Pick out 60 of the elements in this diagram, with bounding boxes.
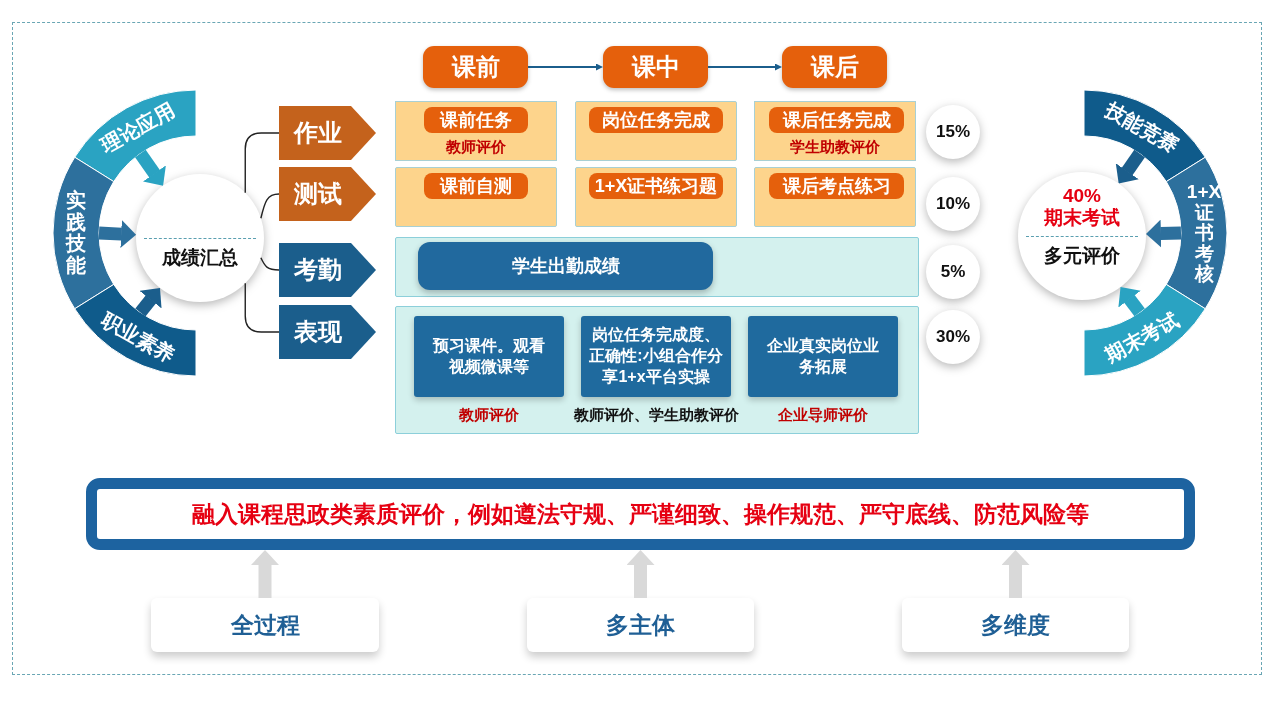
evaluator-label: 教师评价、学生助教评价 [573, 405, 739, 425]
task-cell [754, 101, 916, 161]
category-box: 多主体 [527, 598, 754, 652]
row-band [395, 237, 919, 297]
task-pill: 1+X证书练习题 [589, 173, 723, 199]
task-cell [395, 167, 557, 227]
task-cell [395, 101, 557, 161]
connector-line [260, 193, 280, 219]
banner-box: 融入课程思政类素质评价，例如遵法守规、严谨细致、操作规范、严守底线、防范风险等 [86, 478, 1195, 550]
evaluator-label: 学生助教评价 [790, 137, 880, 157]
percent-label: 15% [936, 122, 970, 142]
connector-line [244, 132, 280, 194]
task-pill: 课后任务完成 [769, 107, 904, 133]
stage-pill: 课前 [423, 46, 528, 88]
arrow [708, 63, 782, 71]
task-cell [754, 167, 916, 227]
ring-segment: 期末考试 [1084, 284, 1206, 376]
score-pill: 学生出勤成绩 [418, 242, 713, 290]
block-arrow [135, 287, 162, 317]
task-pill: 课后考点练习 [769, 173, 904, 199]
connector-line [260, 257, 280, 271]
task-pill: 课前自测 [424, 173, 528, 199]
percent-label: 5% [940, 262, 966, 282]
chevron-tab: 考勤 [279, 243, 376, 297]
row-band [395, 306, 919, 434]
block-arrow [1001, 550, 1030, 598]
task-cell [575, 101, 737, 161]
text-box: 企业真实岗位业务拓展 [748, 316, 898, 397]
chevron-tab: 作业 [279, 106, 376, 160]
stage-pill: 课中 [603, 46, 708, 88]
percent-label: 30% [936, 327, 970, 347]
circle-label: 多元评价 [1043, 245, 1121, 267]
chevron-tab: 测试 [279, 167, 376, 221]
connector-line [244, 282, 280, 333]
block-arrow [1115, 149, 1145, 184]
task-pill: 岗位任务完成 [589, 107, 723, 133]
block-arrow [1145, 219, 1182, 248]
ring-segment: 1+X 证书考核 [1166, 157, 1227, 309]
ring-segment: 职业素养 [74, 284, 196, 376]
block-arrow [135, 149, 166, 186]
evaluator-label: 企业导师评价 [778, 405, 868, 425]
ring-segment: 实践技能 [53, 157, 114, 309]
stage-pill: 课后 [782, 46, 887, 88]
text-box: 岗位任务完成度、正确性:小组合作分享1+x平台实操 [581, 316, 731, 397]
chevron-tab: 表现 [279, 305, 376, 359]
circle-label: 成绩汇总 [161, 247, 239, 269]
task-pill: 课前任务 [424, 107, 528, 133]
block-arrow [1118, 287, 1145, 317]
category-box: 多维度 [902, 598, 1129, 652]
percent-label: 10% [936, 194, 970, 214]
text-box: 预习课件。观看视频微课等 [414, 316, 564, 397]
category-box: 全过程 [151, 598, 379, 652]
evaluator-label: 教师评价 [446, 137, 506, 157]
evaluator-label: 教师评价 [459, 405, 519, 425]
arrow [528, 63, 603, 71]
task-cell [575, 167, 737, 227]
circle-label: 40% 期末考试 [1043, 185, 1121, 229]
block-arrow [251, 550, 279, 598]
block-arrow [626, 550, 655, 598]
block-arrow [98, 220, 137, 249]
